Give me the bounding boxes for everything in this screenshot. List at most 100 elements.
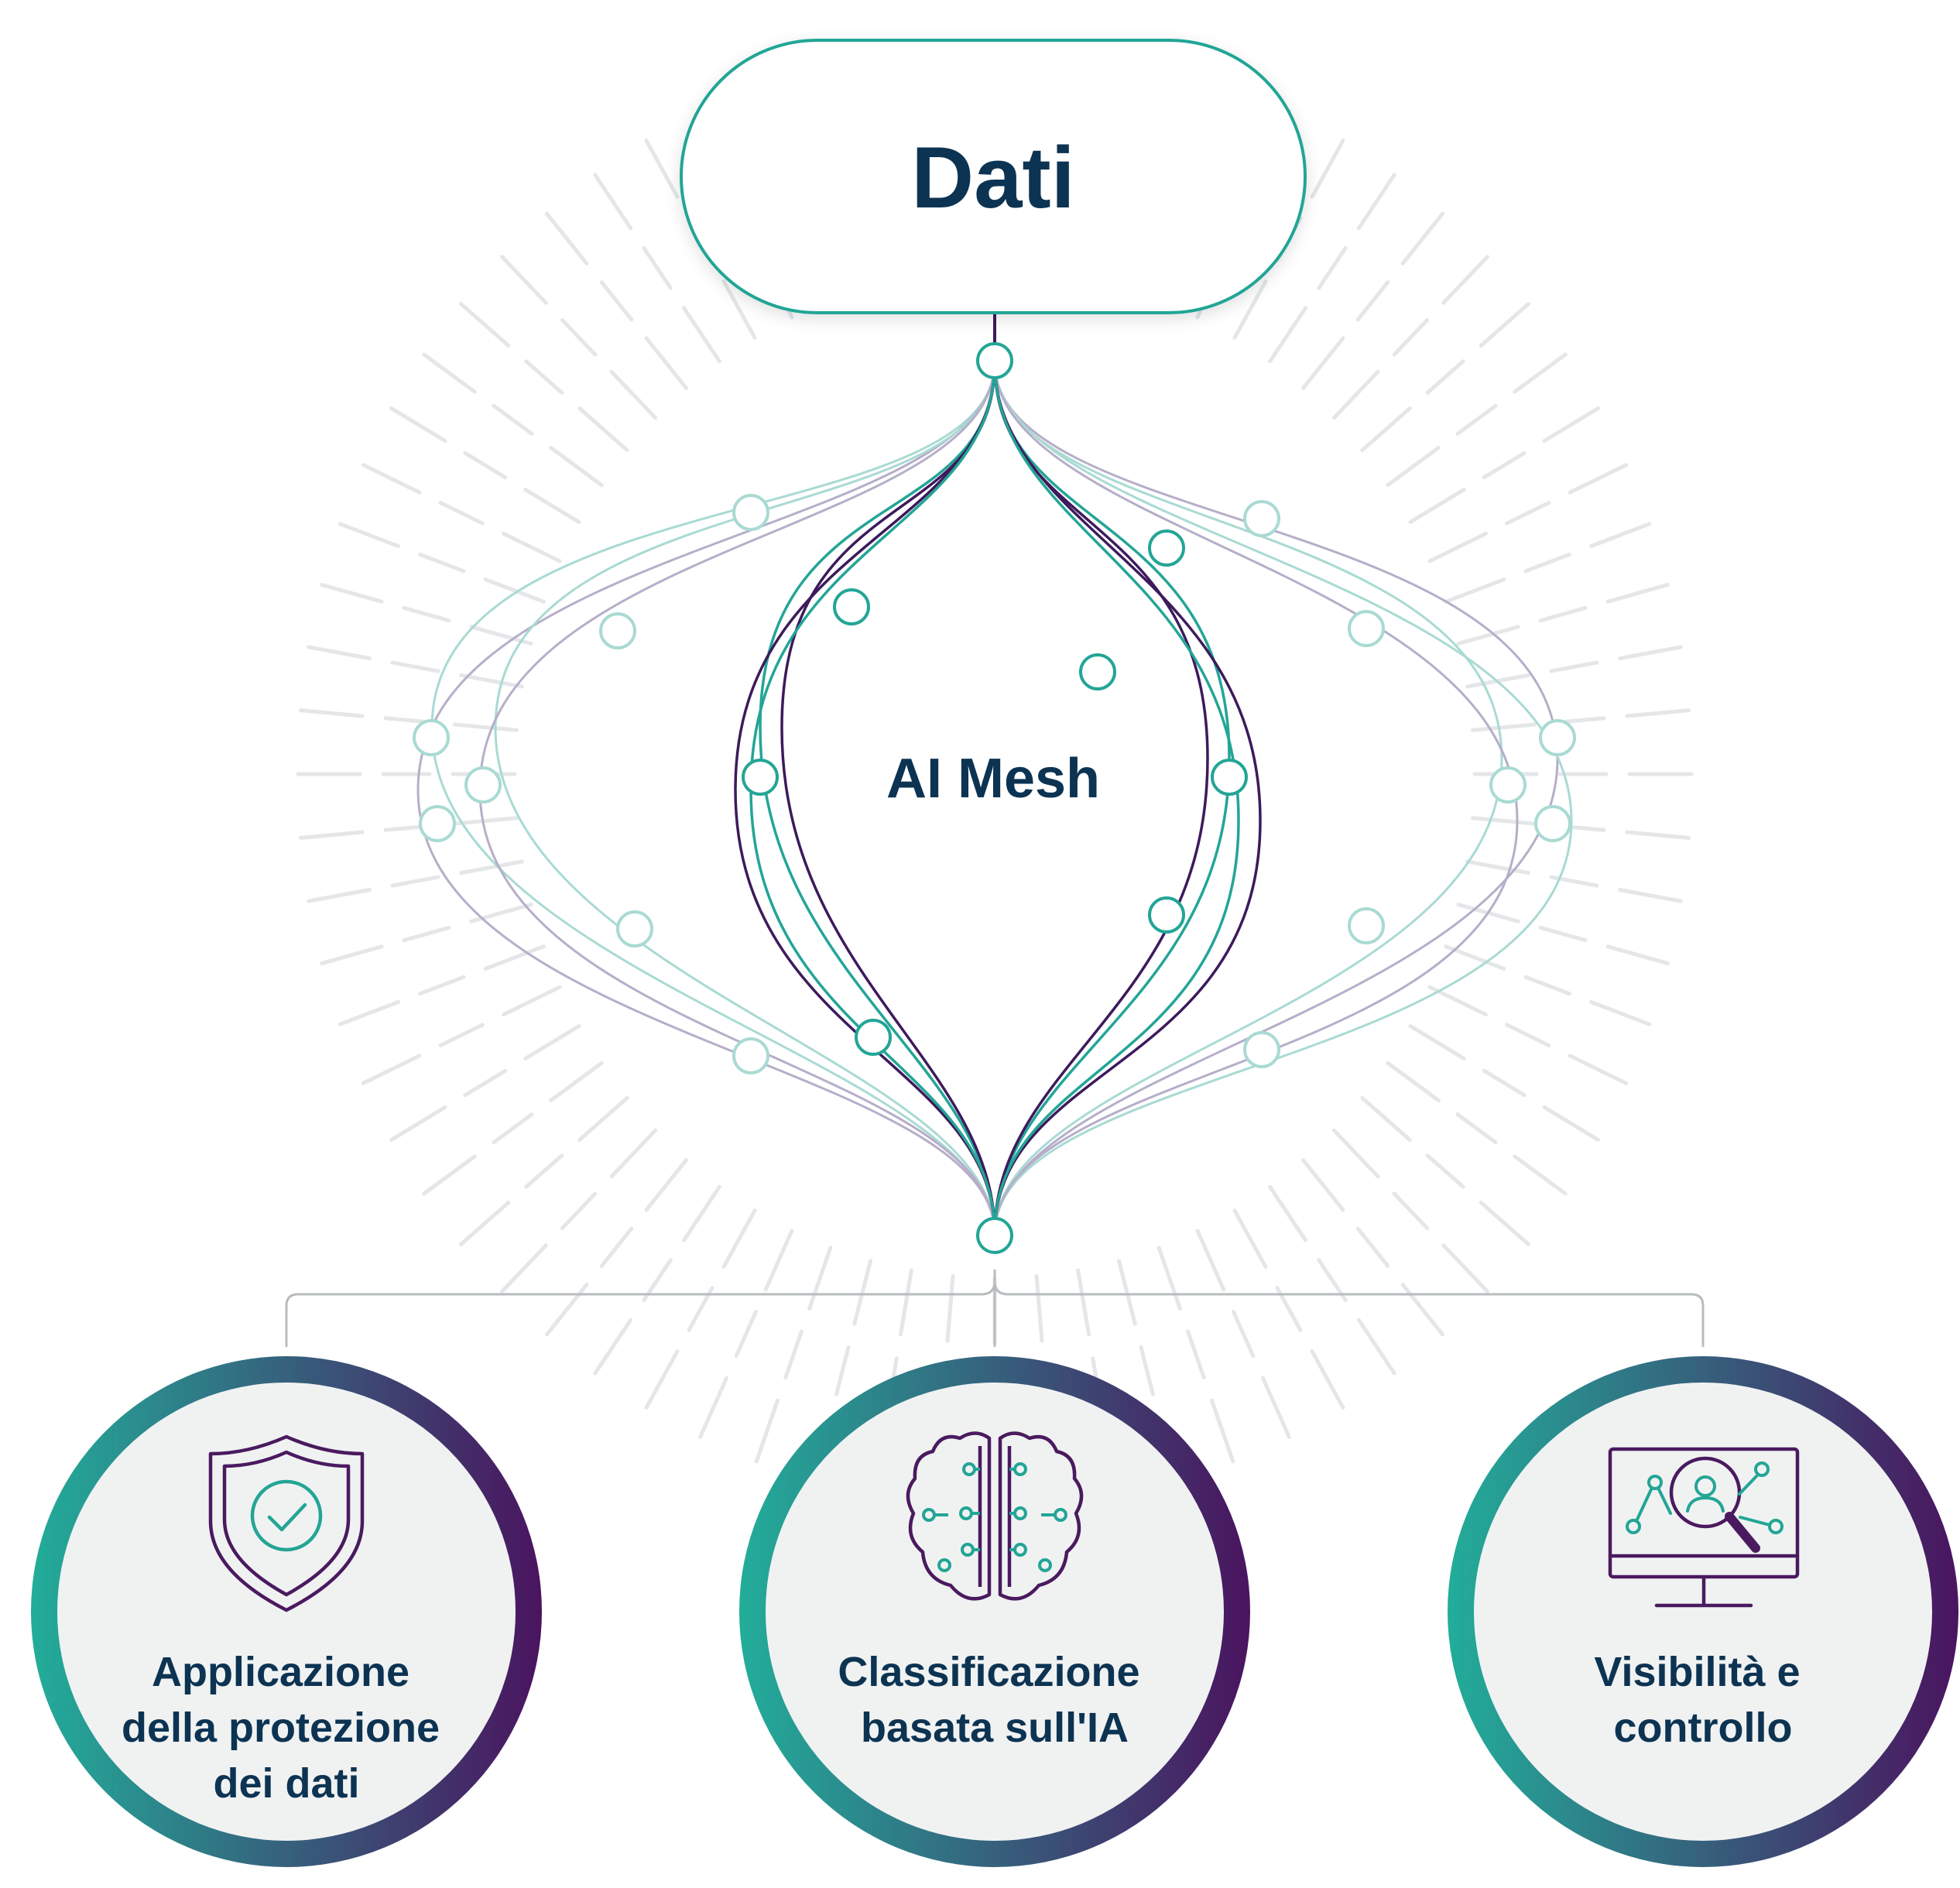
burst-dash bbox=[1301, 1158, 1345, 1212]
burst-dash bbox=[1268, 1184, 1308, 1242]
burst-dash bbox=[1186, 1329, 1206, 1379]
burst-dash bbox=[734, 1310, 758, 1359]
burst-dash bbox=[644, 336, 688, 390]
mesh-node bbox=[1243, 500, 1280, 537]
burst-dash bbox=[1156, 1246, 1182, 1311]
burst-dash bbox=[502, 985, 562, 1017]
burst-dash bbox=[1542, 406, 1600, 443]
mesh-node bbox=[1348, 907, 1385, 944]
mesh-node bbox=[855, 1019, 892, 1056]
burst-dash bbox=[1441, 1243, 1489, 1294]
burst-dash bbox=[754, 1398, 780, 1464]
burst-dash bbox=[544, 1283, 589, 1337]
burst-dash bbox=[1479, 1200, 1530, 1246]
burst-dash bbox=[298, 830, 365, 840]
burst-dash bbox=[807, 1246, 833, 1311]
burst-dash bbox=[593, 1317, 633, 1376]
burst-dash bbox=[463, 1068, 508, 1098]
burst-dash bbox=[560, 317, 598, 357]
burst-dash bbox=[1455, 403, 1498, 436]
burst-dash bbox=[577, 1095, 629, 1142]
burst-dash bbox=[681, 1184, 721, 1242]
burst-dash bbox=[469, 902, 533, 923]
burst-dash bbox=[1589, 522, 1652, 549]
mesh-curve bbox=[494, 361, 996, 1235]
burst-dash bbox=[1471, 722, 1537, 732]
burst-dash bbox=[402, 605, 451, 623]
burst-dash bbox=[298, 708, 365, 718]
burst-dash bbox=[1456, 625, 1520, 646]
burst-dash bbox=[549, 1061, 604, 1103]
burst-dash bbox=[1465, 859, 1530, 875]
burst-dash bbox=[549, 445, 604, 488]
card-label-line: della protezione bbox=[122, 1705, 440, 1751]
burst-dash bbox=[544, 211, 589, 266]
card-body bbox=[1474, 1383, 1932, 1841]
burst-dash bbox=[642, 246, 673, 290]
burst-dash bbox=[1139, 1345, 1155, 1396]
mesh-node bbox=[1211, 759, 1248, 796]
mesh-curve bbox=[734, 361, 996, 1235]
burst-dash bbox=[834, 1345, 851, 1396]
burst-dash bbox=[1471, 816, 1537, 826]
card-visibility-control: Visibilità e controllo bbox=[1448, 1356, 1958, 1867]
mesh-curve bbox=[993, 361, 1240, 1235]
burst-dash bbox=[1482, 451, 1527, 480]
burst-dash bbox=[523, 488, 581, 524]
burst-dash bbox=[1479, 302, 1530, 348]
burst-dash bbox=[1513, 1154, 1568, 1196]
burst-dash bbox=[698, 1376, 728, 1439]
burst-dash bbox=[453, 816, 519, 826]
mesh-node bbox=[419, 805, 456, 842]
burst-dash bbox=[1232, 1208, 1268, 1270]
burst-dash bbox=[1605, 944, 1670, 966]
burst-dash bbox=[1618, 645, 1683, 660]
burst-dash bbox=[361, 1054, 422, 1085]
mesh-curve bbox=[759, 361, 996, 1235]
card-label: Classificazione basata sull'IA bbox=[838, 1649, 1151, 1751]
burst-dash bbox=[1408, 1024, 1466, 1061]
burst-dash bbox=[1310, 1349, 1345, 1410]
burst-dash bbox=[389, 406, 447, 443]
burst-dash bbox=[523, 1024, 581, 1061]
burst-dash bbox=[390, 660, 440, 673]
burst-dash bbox=[502, 531, 562, 564]
burst-dash bbox=[1505, 500, 1551, 526]
burst-dash bbox=[644, 139, 680, 199]
dati-label: Dati bbox=[911, 129, 1075, 226]
burst-dash bbox=[418, 975, 466, 996]
mesh-node bbox=[976, 1217, 1013, 1254]
burst-dash bbox=[422, 352, 477, 394]
burst-dash bbox=[644, 1349, 680, 1410]
burst-dash bbox=[524, 359, 564, 395]
burst-dash bbox=[463, 451, 508, 480]
burst-dash bbox=[945, 1274, 955, 1343]
card-body bbox=[766, 1383, 1224, 1841]
burst-dash bbox=[1268, 306, 1308, 364]
burst-dash bbox=[524, 1153, 564, 1189]
mesh-node bbox=[1148, 529, 1185, 567]
burst-dash bbox=[1400, 1283, 1445, 1337]
mesh-curve bbox=[416, 361, 996, 1235]
monitor-magnifier-icon bbox=[1608, 1447, 1800, 1608]
burst-dash bbox=[1331, 369, 1380, 420]
burst-dash bbox=[1116, 1259, 1137, 1326]
burst-dash bbox=[1568, 463, 1629, 495]
burst-dash bbox=[1538, 925, 1588, 943]
burst-dash bbox=[1408, 488, 1466, 524]
card-label-line: Visibilità e bbox=[1594, 1649, 1800, 1695]
burst-dash bbox=[459, 673, 524, 689]
card-label: Applicazione della protezione dei dati bbox=[122, 1649, 451, 1807]
dati-pill bbox=[680, 39, 1307, 314]
mesh-nodes bbox=[413, 342, 1576, 1254]
burst-dash bbox=[783, 1329, 804, 1379]
burst-dash bbox=[1076, 1268, 1091, 1337]
burst-dash bbox=[1625, 708, 1691, 718]
burst-dash bbox=[560, 1191, 598, 1231]
burst-dash bbox=[389, 1105, 447, 1142]
mesh-node bbox=[1489, 766, 1527, 804]
burst-dash bbox=[307, 888, 372, 903]
burst-dash bbox=[1386, 1061, 1441, 1103]
burst-dash bbox=[390, 875, 440, 888]
